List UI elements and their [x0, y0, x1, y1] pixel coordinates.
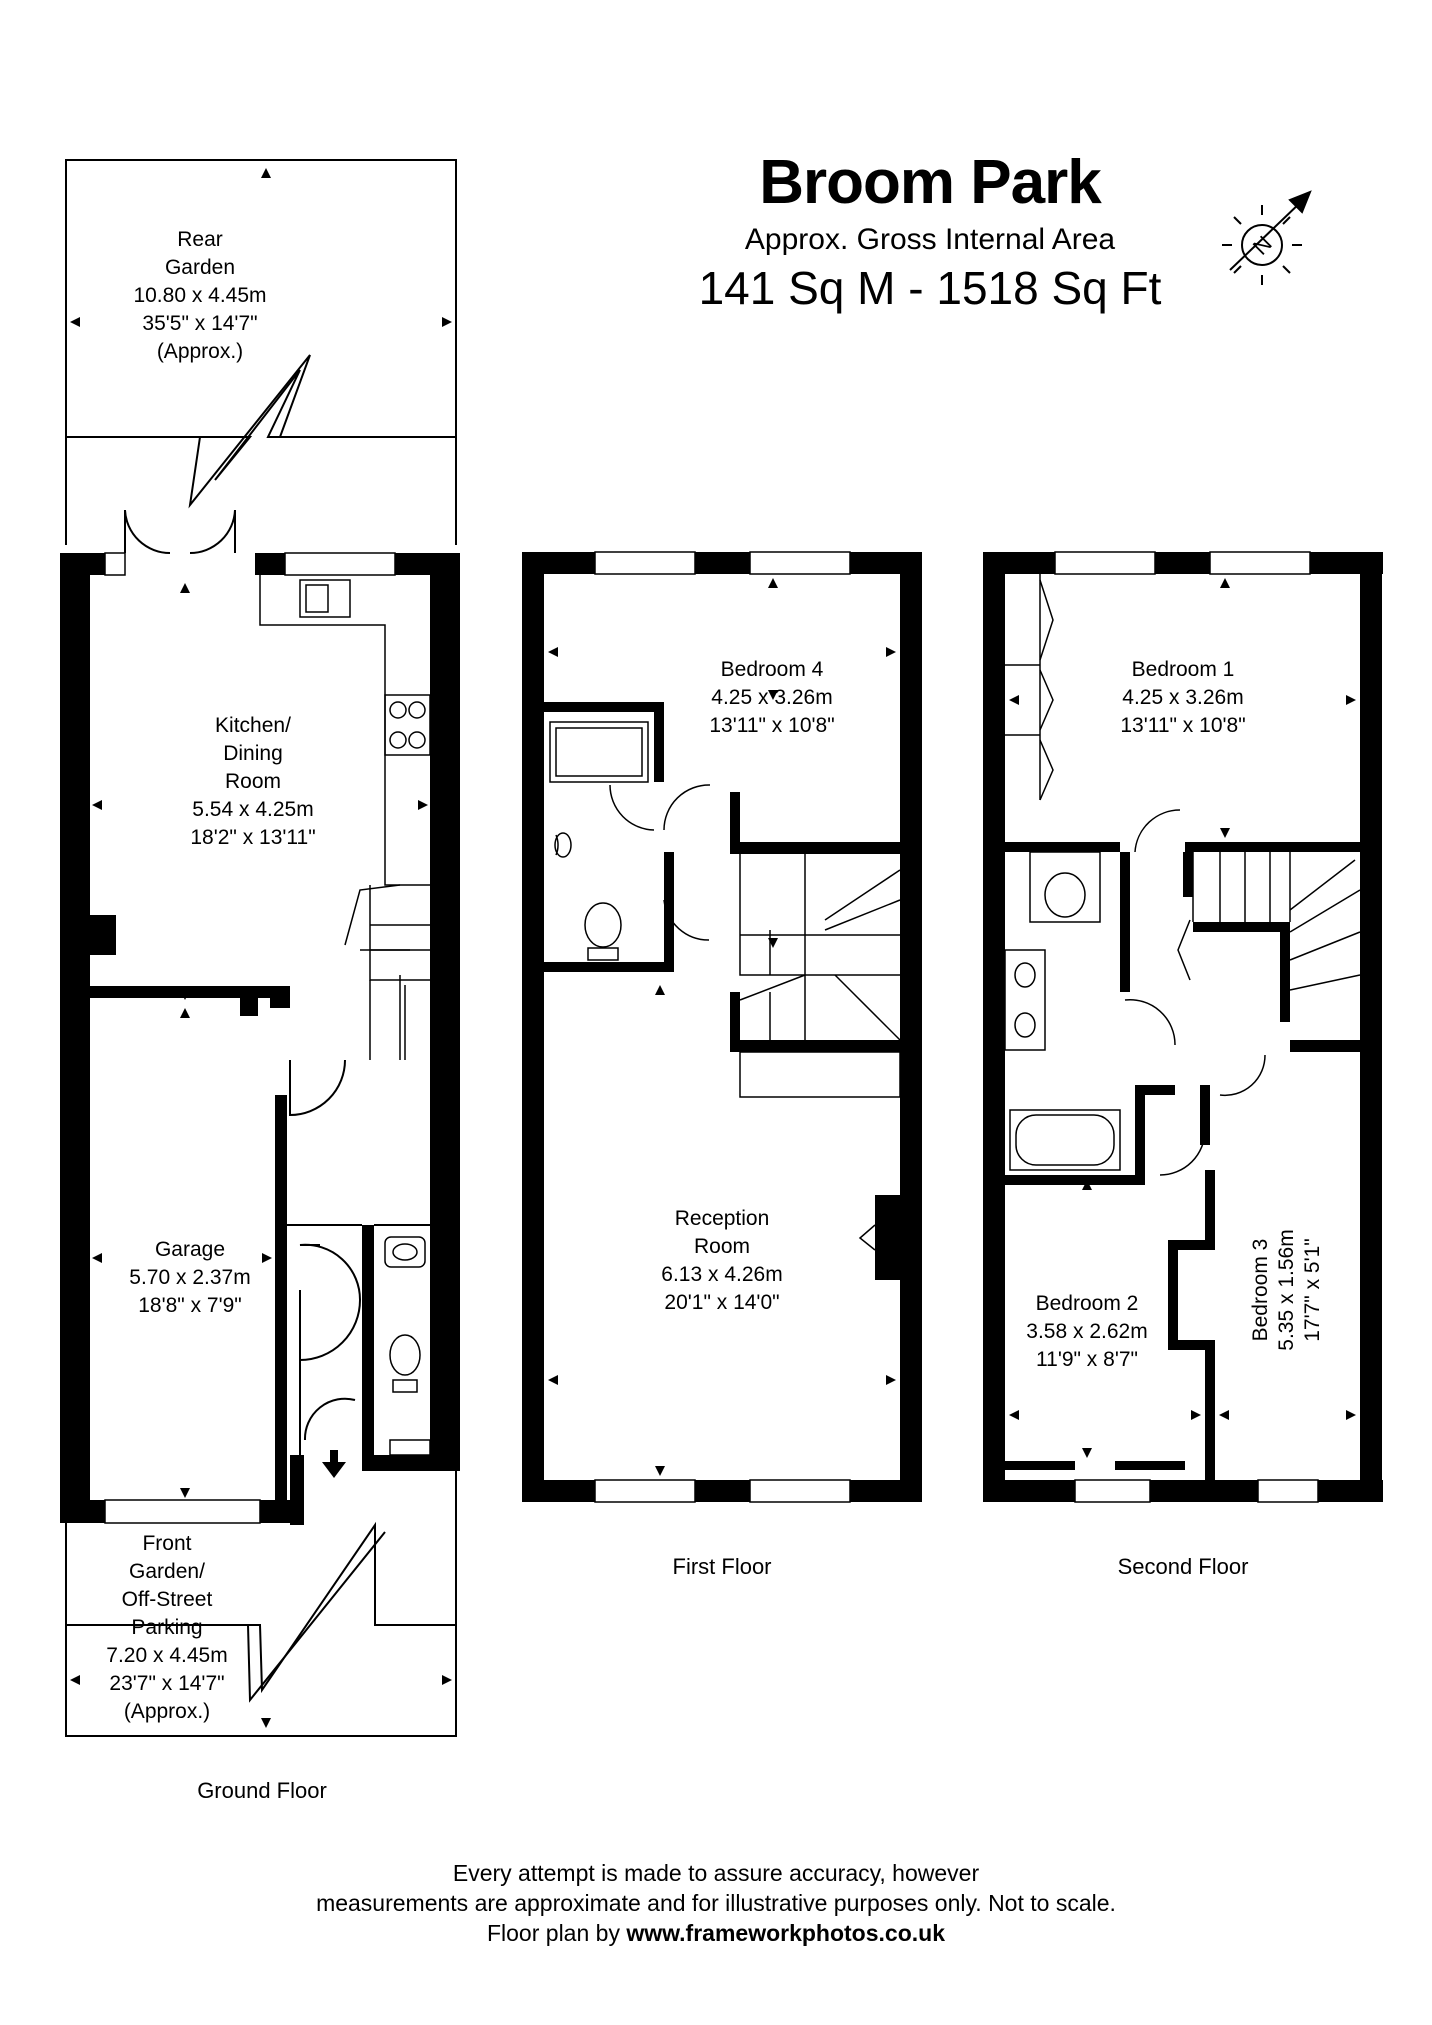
disclaimer-line-2: measurements are approximate and for ill… [316, 1890, 1116, 1916]
first-fireplace [858, 1224, 876, 1251]
reception-room-label: Reception Room 6.13 x 4.26m 20'1" x 14'0… [661, 1207, 783, 1314]
front-garden-label: Front Garden/ Off-Street Parking 7.20 x … [106, 1532, 228, 1723]
ground-floor-plan [60, 159, 460, 1737]
ground-doors [287, 1059, 430, 1460]
second-stairs [1177, 852, 1361, 991]
credit-link[interactable]: www.frameworkphotos.co.uk [626, 1920, 945, 1946]
bedroom-3-label: Bedroom 3 5.35 x 1.56m 17'7" x 5'1" [1249, 1229, 1324, 1351]
garage-label: Garage 5.70 x 2.37m 18'8" x 7'9" [129, 1238, 251, 1317]
compass-icon: N [1222, 190, 1312, 285]
second-floor-plan [983, 551, 1383, 1503]
second-floor-caption: Second Floor [1117, 1554, 1249, 1579]
rear-garden-outline [65, 159, 457, 545]
front-garden-outline [65, 1471, 457, 1737]
kitchen-dining-label: Kitchen/ Dining Room 5.54 x 4.25m 18'2" … [190, 714, 316, 849]
ground-stairs [344, 884, 430, 1060]
second-dimension-arrows [1009, 578, 1356, 1458]
second-bathroom [1004, 809, 1266, 1176]
svg-text:N: N [1248, 231, 1277, 260]
bedroom-2-label: Bedroom 2 3.58 x 2.62m 11'9" x 8'7" [1026, 1292, 1148, 1371]
area-value: 141 Sq M - 1518 Sq Ft [698, 262, 1162, 314]
bedroom-1-label: Bedroom 1 4.25 x 3.26m 13'11" x 10'8" [1120, 658, 1246, 737]
property-title: Broom Park [759, 148, 1101, 217]
ground-floor-caption: Ground Floor [197, 1778, 327, 1803]
credit-line: Floor plan by www.frameworkphotos.co.uk [486, 1920, 945, 1946]
disclaimer: Every attempt is made to assure accuracy… [0, 1858, 1432, 1948]
area-caption: Approx. Gross Internal Area [744, 223, 1116, 256]
first-windows [594, 551, 851, 1503]
bedroom-4-label: Bedroom 4 4.25 x 3.26m 13'11" x 10'8" [709, 658, 835, 737]
second-windows [1054, 551, 1319, 1503]
ground-floor-walls [60, 553, 460, 1525]
first-floor-caption: First Floor [672, 1554, 772, 1579]
front-door-arrow-icon [322, 1450, 346, 1478]
first-bathroom [549, 721, 711, 961]
first-dimension-arrows [548, 578, 896, 1476]
first-floor-plan [522, 551, 922, 1503]
first-stairs [739, 852, 901, 1098]
second-wardrobes [1005, 574, 1054, 801]
disclaimer-line-1: Every attempt is made to assure accuracy… [452, 1860, 980, 1886]
french-doors [124, 509, 236, 555]
ground-wc [384, 1236, 431, 1456]
ground-dimension-arrows [70, 168, 452, 1728]
ground-windows [104, 552, 396, 1524]
rear-garden-label: Rear Garden 10.80 x 4.45m 35'5" x 14'7" … [133, 228, 267, 363]
